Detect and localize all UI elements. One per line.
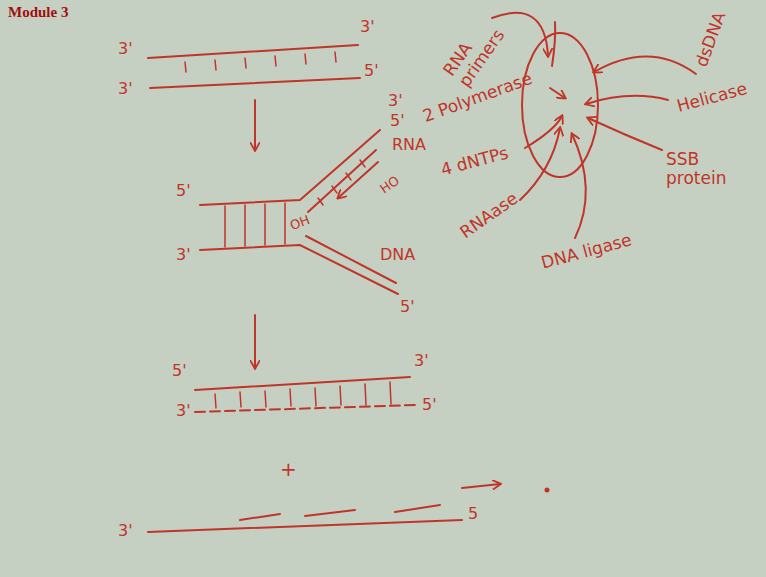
strand-end: 3' — [118, 40, 133, 58]
strand-end: 5' — [422, 396, 437, 414]
strand-end: 3' — [360, 18, 375, 36]
plus-sign: + — [280, 458, 297, 480]
module-title: Module 3 — [8, 4, 68, 21]
strand-end: 5' — [400, 298, 415, 316]
strand-label: RNA — [392, 136, 426, 154]
strand-end: 5' — [172, 362, 187, 380]
strand-end: 5' — [176, 182, 191, 200]
component-label: dsDNA — [692, 9, 729, 69]
strand-label: DNA — [380, 246, 415, 264]
component-label: SSB protein — [666, 150, 746, 187]
end-label: OH — [288, 213, 312, 233]
strand-end: 3' — [388, 92, 403, 110]
strand-end: 3' — [176, 246, 191, 264]
strand-end: 3' — [414, 352, 429, 370]
strand-end: 3' — [118, 80, 133, 98]
component-label: RNAase — [457, 189, 522, 242]
strand-end: 5' — [390, 112, 405, 130]
component-label: Helicase — [675, 79, 749, 116]
component-label: DNA ligase — [539, 230, 633, 272]
strand-end: 5' — [364, 62, 379, 80]
end-label: HO — [378, 174, 403, 197]
strand-end: 5 — [468, 505, 478, 523]
component-label: 4 dNTPs — [439, 143, 510, 179]
strand-end: 3' — [176, 402, 191, 420]
strand-end: 3' — [118, 522, 133, 540]
